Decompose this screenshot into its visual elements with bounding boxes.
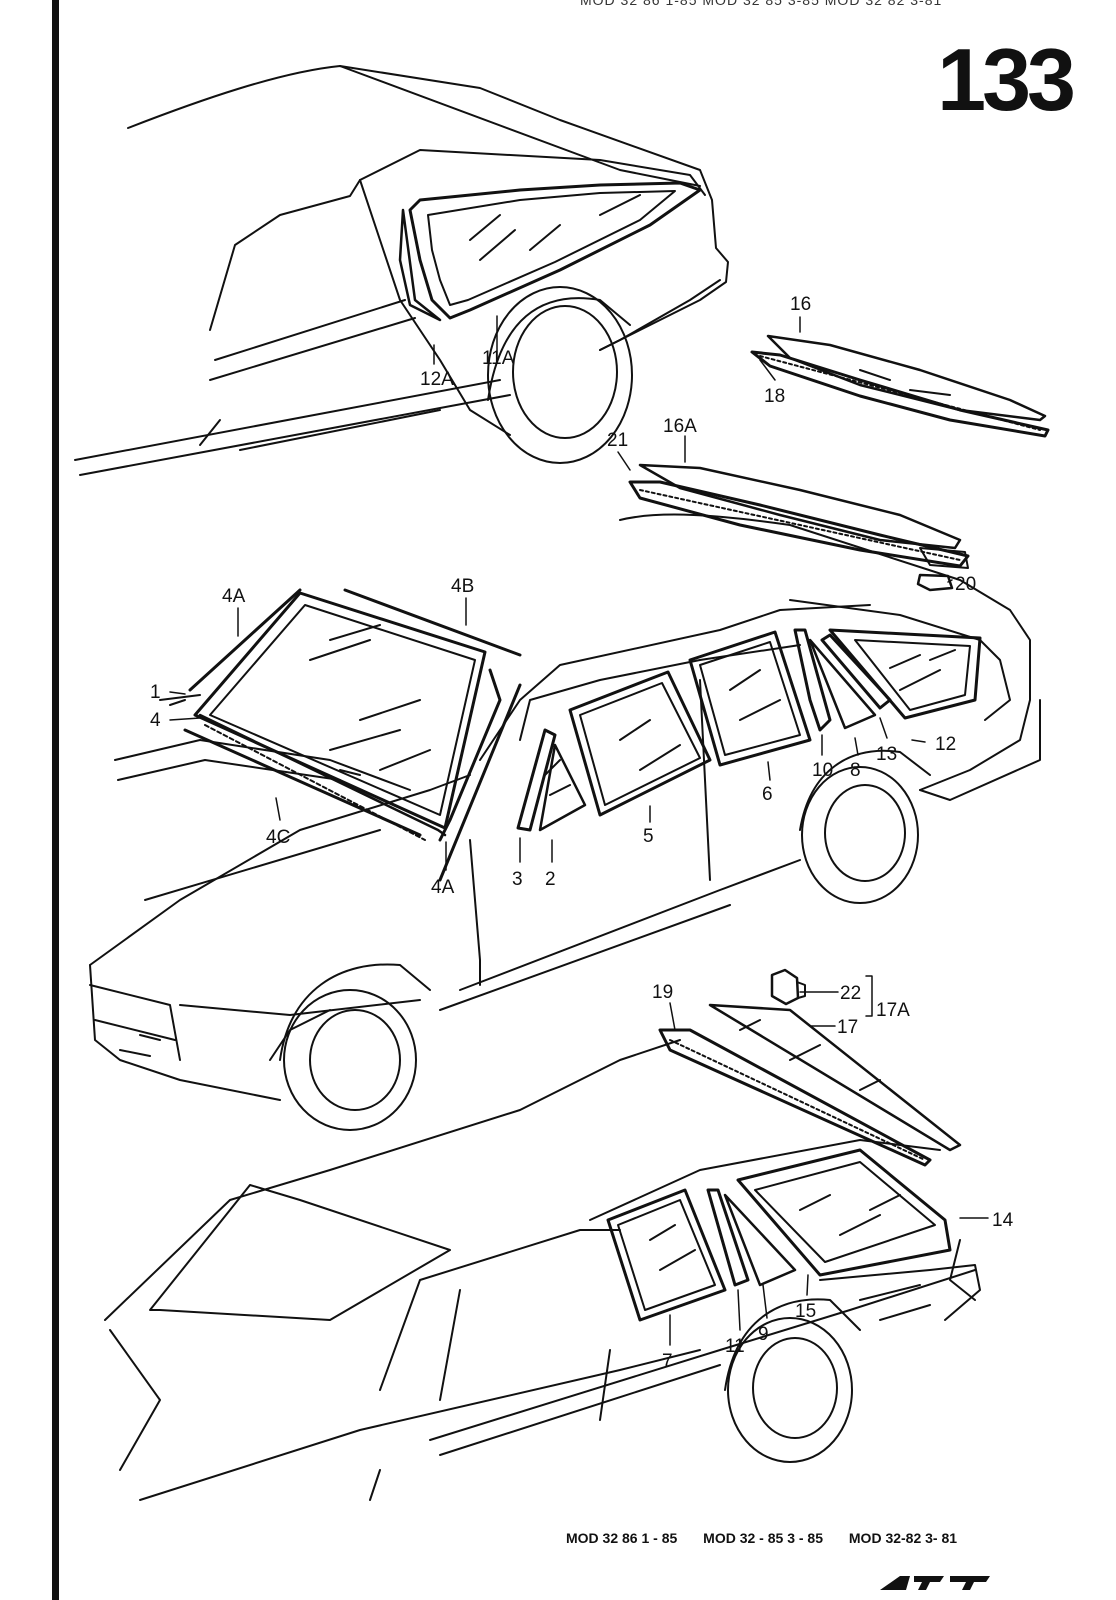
page-number: 133 — [937, 30, 1076, 129]
sedan-rear-wheel — [799, 749, 931, 904]
label-2: 2 — [545, 869, 556, 890]
coupe-rear-wheel — [487, 286, 633, 464]
label-16: 16 — [790, 294, 811, 315]
estate-car-outline — [104, 1039, 981, 1501]
label-8: 8 — [850, 760, 861, 781]
washer-nozzle-part — [770, 968, 806, 1006]
coupe-quarter-window — [398, 181, 702, 322]
label-11: 11 — [725, 1336, 745, 1357]
label-7: 7 — [662, 1351, 673, 1372]
label-3: 3 — [512, 869, 523, 890]
label-14: 14 — [992, 1210, 1014, 1231]
label-4A-top: 4A — [222, 586, 246, 607]
estate-quarter-window — [736, 1148, 952, 1277]
label-15: 15 — [795, 1301, 816, 1322]
footer-model-3: MOD 32-82 3- 81 — [848, 1530, 958, 1546]
footer-model-2: MOD 32 - 85 3 - 85 — [703, 1530, 823, 1546]
sedan-rear-door-window — [688, 630, 812, 767]
label-22: 22 — [840, 983, 861, 1004]
sedan-front-vent-window — [516, 728, 587, 832]
part-labels: 16 18 16A 21 20 4A 4B 1 4 4C 4A 3 2 5 6 … — [150, 294, 1014, 1372]
sunroof-glass-16 — [750, 334, 1050, 438]
label-21: 21 — [607, 430, 628, 451]
label-5: 5 — [643, 826, 654, 847]
estate-rear-vent-window — [706, 1188, 797, 1287]
footer-model-references: MOD 32 86 1 - 85 MOD 32 - 85 3 - 85 MOD … — [566, 1530, 979, 1546]
label-19: 19 — [652, 982, 673, 1003]
label-16A: 16A — [663, 416, 697, 437]
label-9: 9 — [758, 1324, 769, 1345]
sedan-front-door-window — [568, 670, 712, 817]
page-binding-edge — [52, 0, 59, 1600]
label-13: 13 — [876, 744, 897, 765]
label-10: 10 — [812, 760, 833, 781]
sedan-quarter-window — [828, 628, 982, 720]
label-17: 17 — [837, 1017, 858, 1038]
sunroof-glass-16A — [628, 463, 970, 592]
label-4C: 4C — [266, 827, 290, 848]
label-4A-bottom: 4A — [431, 877, 455, 898]
label-6: 6 — [762, 784, 773, 805]
estate-rear-wheel — [724, 1298, 861, 1463]
footer-stamp-mark — [880, 1576, 990, 1590]
label-17A: 17A — [876, 1000, 910, 1021]
estate-rear-door-window — [606, 1188, 727, 1322]
label-4B: 4B — [451, 576, 474, 597]
estate-tailgate-glass — [658, 1003, 962, 1167]
footer-model-1: MOD 32 86 1 - 85 — [566, 1530, 678, 1546]
windscreen-trim-strips — [169, 588, 522, 882]
coupe-car-outline — [74, 65, 729, 476]
label-12A: 12A — [420, 369, 454, 390]
label-12: 12 — [935, 734, 956, 755]
label-20: 20 — [955, 574, 976, 595]
label-1: 1 — [150, 682, 161, 703]
sedan-front-wheel — [279, 963, 431, 1131]
header-model-strip: MOD 32 86 1-85 MOD 32 85 3-85 MOD 32 82 … — [580, 0, 943, 8]
label-18: 18 — [764, 386, 785, 407]
leader-lines — [169, 315, 989, 1346]
label-4: 4 — [150, 710, 161, 731]
label-11A: 11A — [482, 348, 515, 369]
